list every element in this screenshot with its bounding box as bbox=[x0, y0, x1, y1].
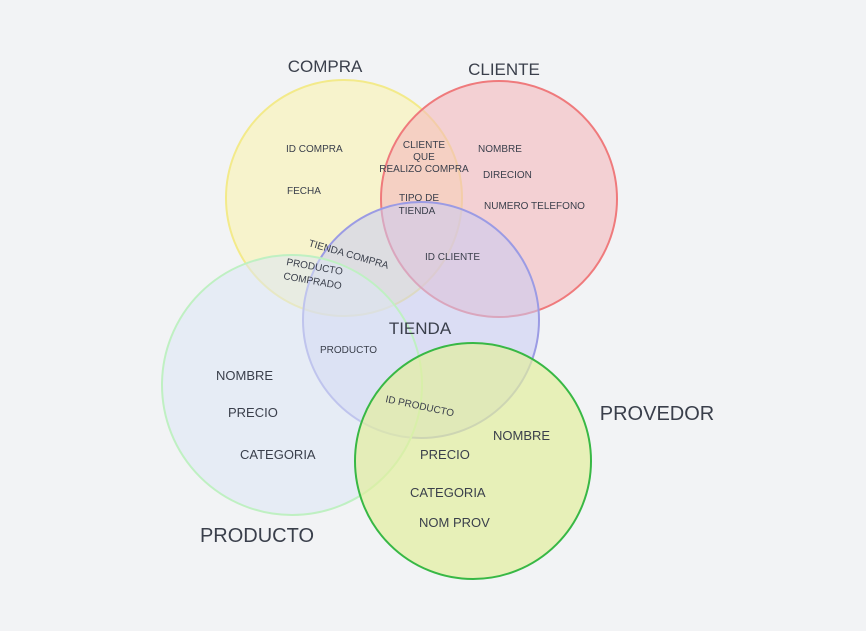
tipo-tienda-label-2: TIENDA bbox=[399, 206, 436, 217]
provedor-categoria-label: CATEGORIA bbox=[410, 485, 486, 500]
cliente-telefono-label: NUMERO TELEFONO bbox=[484, 201, 585, 212]
cliente-realizo-label-2: QUE bbox=[413, 152, 435, 163]
producto-title: PRODUCTO bbox=[200, 525, 314, 547]
provedor-circle bbox=[354, 342, 592, 580]
cliente-direccion-label: DIRECION bbox=[483, 170, 532, 181]
cliente-title: CLIENTE bbox=[468, 60, 540, 79]
compra-id-label: ID COMPRA bbox=[286, 144, 343, 155]
tipo-tienda-label-1: TIPO DE bbox=[399, 193, 439, 204]
provedor-nom-prov-label: NOM PROV bbox=[419, 515, 490, 530]
cliente-realizo-label-3: REALIZO COMPRA bbox=[379, 164, 469, 175]
cliente-nombre-label: NOMBRE bbox=[478, 144, 522, 155]
compra-title: COMPRA bbox=[288, 57, 363, 76]
provedor-nombre-label: NOMBRE bbox=[493, 428, 550, 443]
cliente-realizo-label-1: CLIENTE bbox=[403, 140, 446, 151]
provedor-precio-label: PRECIO bbox=[420, 447, 470, 462]
tienda-title: TIENDA bbox=[389, 319, 452, 338]
id-cliente-label: ID CLIENTE bbox=[425, 252, 480, 263]
compra-fecha-label: FECHA bbox=[287, 186, 321, 197]
producto-nombre-label: NOMBRE bbox=[216, 368, 273, 383]
provedor-title: PROVEDOR bbox=[600, 403, 714, 425]
producto-precio-label: PRECIO bbox=[228, 405, 278, 420]
producto-categoria-label: CATEGORIA bbox=[240, 447, 316, 462]
tienda-producto-label: PRODUCTO bbox=[320, 345, 377, 356]
